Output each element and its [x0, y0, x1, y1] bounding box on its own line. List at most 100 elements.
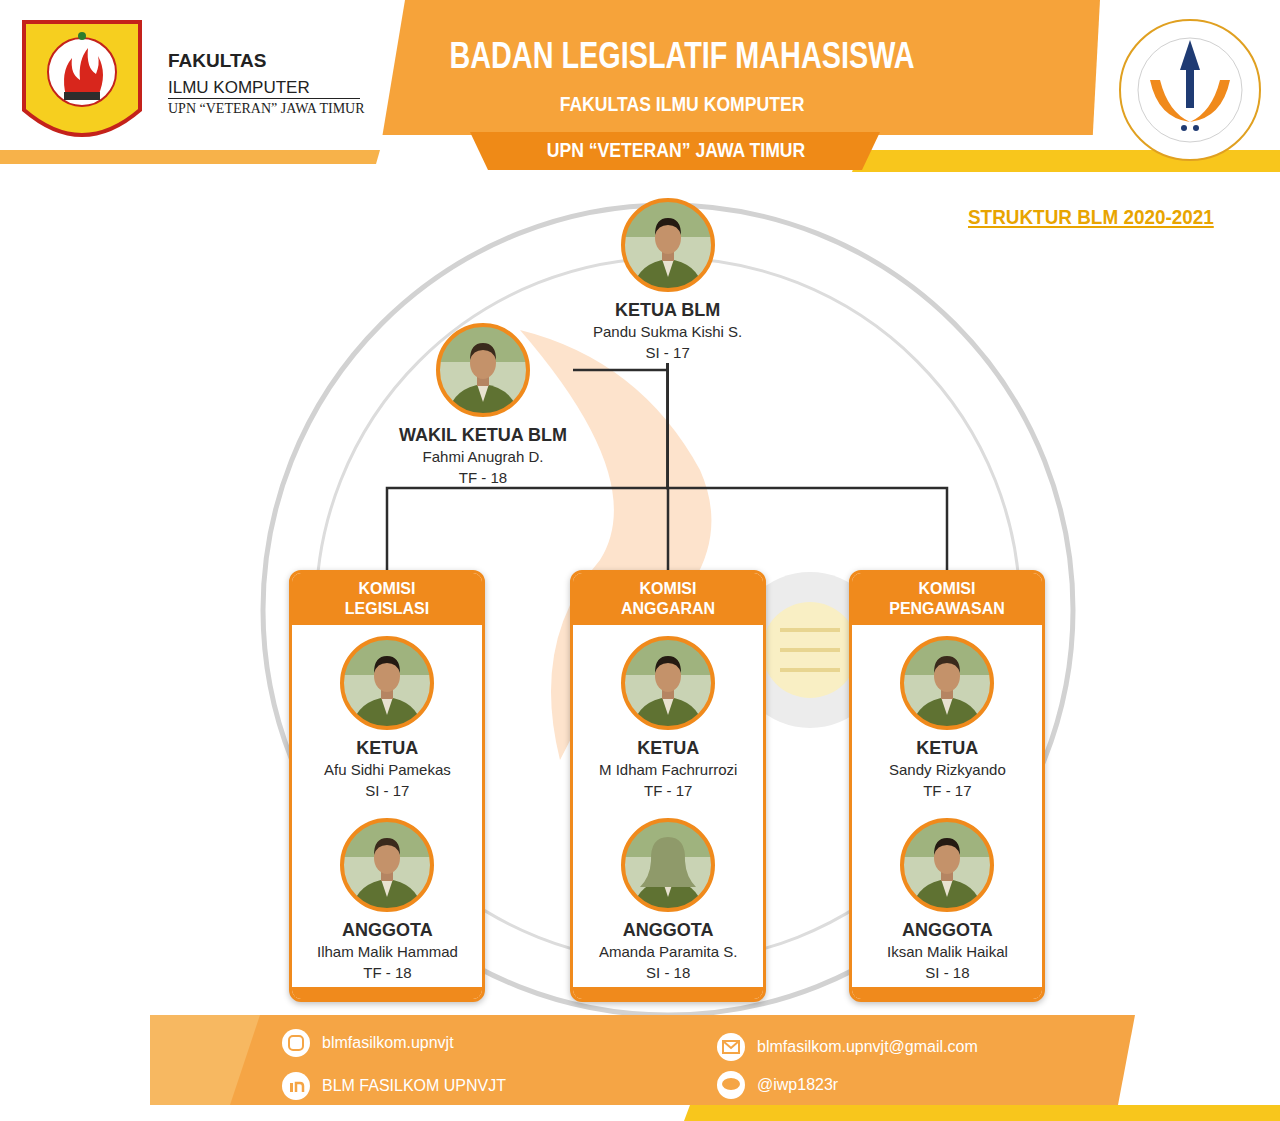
logo-shield: [24, 22, 140, 135]
portrait-frame: [623, 200, 713, 290]
portrait-image: [339, 635, 435, 731]
portrait-shirt: [662, 259, 674, 277]
org-connector: [668, 363, 947, 570]
portrait-frame: [902, 820, 992, 910]
blm-logo-ring: [1120, 20, 1260, 160]
org-connector: [387, 363, 668, 570]
portrait-jacket: [911, 697, 983, 731]
blm-logo-inner: [1138, 38, 1242, 142]
portrait-jacket: [351, 697, 423, 731]
contact-text: blmfasilkom.upnvjt: [322, 1033, 454, 1052]
blm-logo-torch: [1180, 40, 1200, 108]
portrait-photo: [339, 817, 435, 913]
member-name: Afu Sidhi Pamekas: [324, 759, 451, 780]
commission-title: KOMISI PENGAWASAN: [882, 579, 1012, 619]
portrait-shirt: [381, 697, 393, 715]
panel-footer-strip: [573, 987, 763, 999]
portrait-hair: [374, 656, 400, 673]
logo-flame: [64, 48, 103, 96]
role-title: KETUA: [599, 737, 737, 759]
portrait-photo: [899, 635, 995, 731]
instagram-glyph: [289, 1036, 303, 1050]
header-stripe: [0, 150, 380, 164]
logo-base: [64, 92, 100, 100]
member-class: TF - 17: [889, 780, 1006, 801]
role-title: ANGGOTA: [317, 919, 458, 941]
panel-header: KOMISI LEGISLASI: [292, 573, 482, 625]
footer-band: [150, 1015, 1280, 1121]
member-card: KETUA BLMPandu Sukma Kishi S.SI - 17: [587, 197, 748, 363]
portrait-photo: [620, 197, 716, 293]
portrait-image: [620, 635, 716, 731]
period-heading: STRUKTUR BLM 2020-2021: [968, 204, 1214, 229]
portrait-photo: [620, 817, 716, 913]
panel-header: KOMISI ANGGARAN: [573, 573, 763, 625]
logo-star: [78, 32, 86, 40]
member-class: TF - 17: [599, 780, 737, 801]
footer-bar: [150, 1015, 1135, 1105]
mail-icon: [717, 1033, 745, 1061]
portrait-bg: [339, 635, 435, 731]
portrait-bg: [620, 817, 716, 913]
portrait-bg: [899, 817, 995, 913]
portrait-photo: [435, 322, 531, 418]
watermark-circuit: [780, 630, 840, 670]
portrait-frame: [342, 638, 432, 728]
member-card: ANGGOTAIlham Malik HammadTF - 18: [311, 817, 464, 983]
portrait-photo: [620, 635, 716, 731]
member-card: KETUASandy RizkyandoTF - 17: [883, 635, 1012, 801]
portrait-hair: [934, 656, 960, 673]
portrait-hijab: [640, 837, 696, 887]
page-title: BADAN LEGISLATIF MAHASISWA: [449, 34, 914, 77]
portrait-frame: [342, 820, 432, 910]
faculty-name: FAKULTAS: [168, 50, 267, 73]
portrait-photo: [899, 817, 995, 913]
portrait-shirt: [662, 697, 674, 715]
portrait-shirt: [941, 879, 953, 897]
instagram-icon: [282, 1029, 310, 1057]
member-card: WAKIL KETUA BLMFahmi Anugrah D.TF - 18: [393, 322, 573, 488]
linkedin-icon: [282, 1072, 310, 1100]
portrait-frame: [623, 820, 713, 910]
portrait-hair: [934, 838, 960, 855]
portrait-bg: [899, 635, 995, 731]
commission-panel: KOMISI LEGISLASIKETUAAfu Sidhi PamekasSI…: [289, 570, 485, 1002]
portrait-hair: [655, 218, 681, 235]
member-name: Sandy Rizkyando: [889, 759, 1006, 780]
panel-header: KOMISI PENGAWASAN: [852, 573, 1042, 625]
commission-title: KOMISI LEGISLASI: [322, 579, 452, 619]
portrait-jacket: [911, 879, 983, 913]
portrait-shirt: [941, 697, 953, 715]
portrait-image: [899, 817, 995, 913]
subtitle: UPN “VETERAN” JAWA TIMUR: [547, 138, 805, 162]
portrait-jacket: [447, 384, 519, 418]
portrait-image: [620, 817, 716, 913]
role-title: KETUA: [889, 737, 1006, 759]
member-name: Pandu Sukma Kishi S.: [593, 321, 742, 342]
header-white-panel: [0, 0, 405, 150]
member-name: Fahmi Anugrah D.: [399, 446, 567, 467]
blm-logo-star: [1193, 125, 1199, 131]
member-card: KETUAM Idham FachrurroziTF - 17: [593, 635, 743, 801]
blm-logo-crescent: [1150, 80, 1190, 122]
portrait-photo: [339, 635, 435, 731]
portrait-image: [435, 322, 531, 418]
subtitle: FAKULTAS ILMU KOMPUTER: [560, 92, 805, 116]
portrait-hair: [374, 838, 400, 855]
portrait-hair: [655, 656, 681, 673]
role-title: KETUA: [324, 737, 451, 759]
org-connector: [573, 363, 668, 370]
portrait-jacket: [351, 879, 423, 913]
panel-footer-strip: [292, 987, 482, 999]
role-title: WAKIL KETUA BLM: [399, 424, 567, 446]
member-class: TF - 18: [317, 962, 458, 983]
member-class: SI - 18: [599, 962, 737, 983]
portrait-bg: [620, 635, 716, 731]
blm-logo-crescent: [1190, 80, 1230, 122]
portrait-bg: [620, 197, 716, 293]
portrait-frame: [438, 325, 528, 415]
watermark-ring: [316, 258, 1020, 962]
portrait-jacket: [632, 697, 704, 731]
member-name: Amanda Paramita S.: [599, 941, 737, 962]
